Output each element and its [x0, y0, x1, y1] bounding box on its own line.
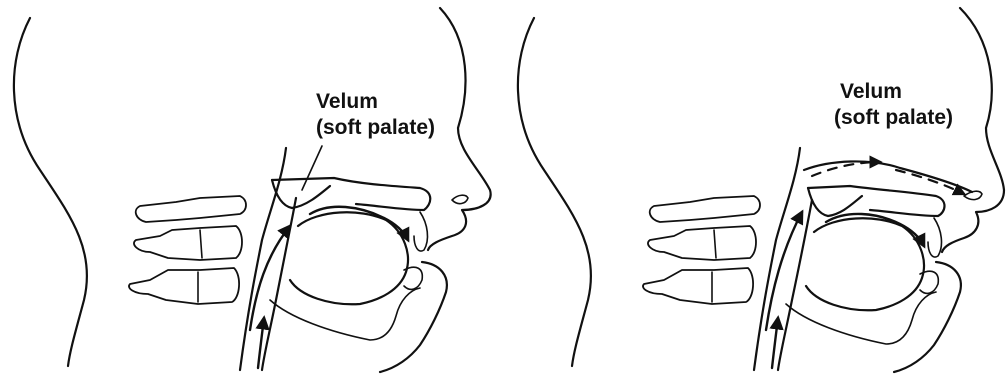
nostril: [452, 195, 468, 203]
lower-jaw: [786, 292, 936, 344]
velum-raised: [272, 180, 330, 208]
upper-teeth: [414, 212, 427, 251]
head-back-outline: [518, 18, 591, 366]
velum-lowered: [808, 188, 862, 216]
head-back-outline: [14, 18, 87, 366]
upper-teeth: [928, 218, 941, 257]
vertebra-1: [136, 196, 246, 222]
panel-right-nasal-airflow: Velum (soft palate): [518, 8, 1004, 372]
face-profile: [942, 8, 1004, 252]
lower-lip-chin: [380, 262, 447, 372]
pharynx-back-wall: [240, 148, 286, 370]
tongue: [290, 212, 408, 304]
pharynx-back-wall: [754, 148, 800, 370]
tongue: [806, 218, 924, 310]
vertebra-2: [134, 226, 242, 260]
airflow-arrow-pharynx-up: [250, 226, 290, 330]
velum-leader-line: [302, 146, 322, 190]
nostril: [964, 191, 982, 199]
vertebra-3: [643, 268, 753, 304]
velum-sublabel: (soft palate): [834, 106, 953, 129]
velum-label: Velum: [840, 80, 902, 103]
hard-palate-roof: [808, 186, 945, 216]
vertebra-1: [650, 196, 760, 222]
vertebra-3: [129, 268, 239, 304]
airflow-arrow-nasal-exit: [896, 170, 964, 194]
lower-jaw: [270, 288, 420, 340]
vertebra-2: [648, 226, 756, 260]
panel-left-oral-airflow: Velum (soft palate): [14, 8, 491, 372]
velum-label: Velum: [316, 90, 378, 113]
airflow-arrow-pharynx-low: [772, 318, 778, 368]
lower-lip-chin: [894, 262, 961, 372]
velum-sublabel: (soft palate): [316, 116, 435, 139]
face-profile: [428, 8, 491, 250]
